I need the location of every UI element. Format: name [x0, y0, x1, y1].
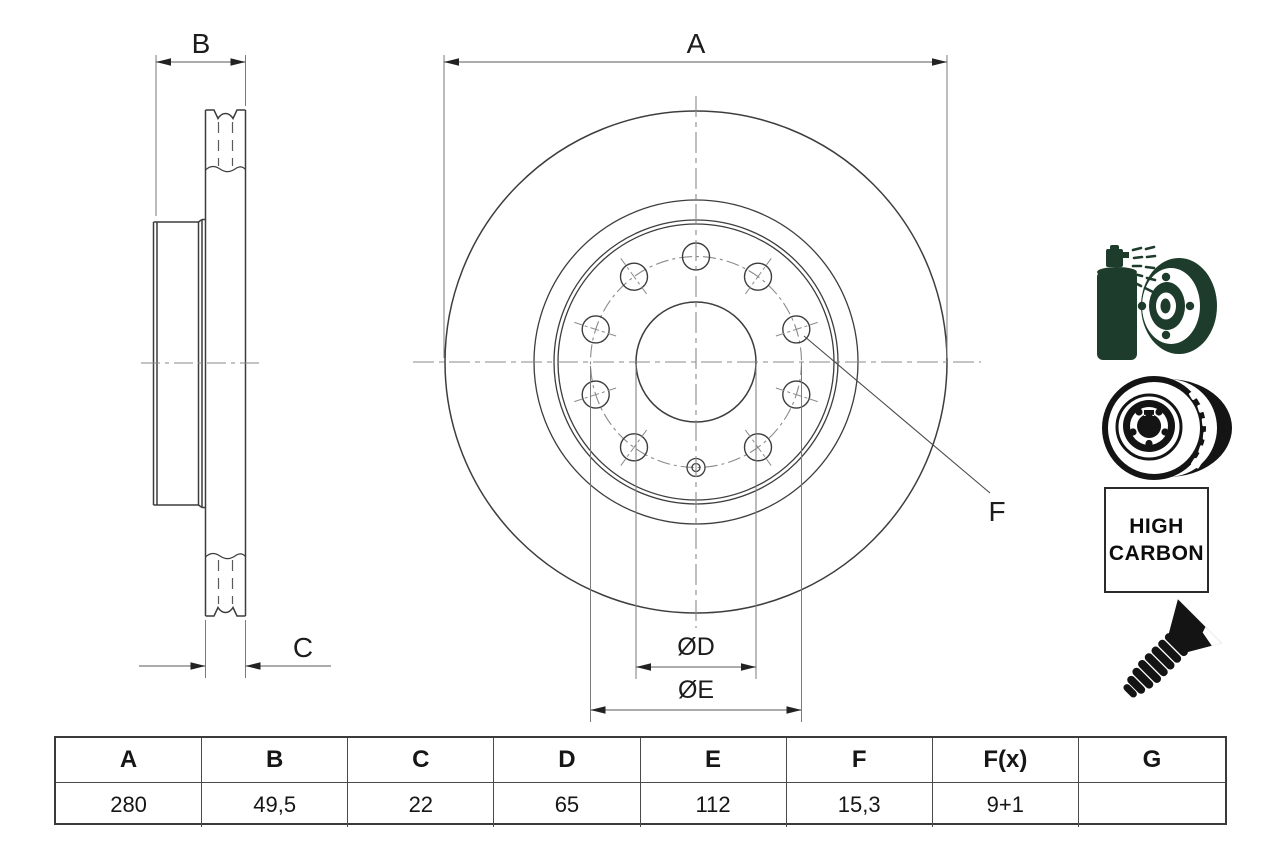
side-view: [141, 109, 259, 617]
vent-slots: [1189, 389, 1213, 469]
table-value-B: 49,5: [202, 783, 349, 827]
bolt-hole: [743, 262, 773, 291]
friction-ring-section: [204, 109, 247, 617]
table-header-G: G: [1078, 738, 1225, 783]
dim-C: C: [139, 620, 331, 678]
dim-label-A: A: [687, 28, 706, 59]
front-view-centerlines: [413, 96, 981, 628]
bolt-hole: [619, 433, 649, 462]
hub-bolt-holes: [1129, 408, 1169, 448]
vent-dashed-lines: [217, 122, 234, 604]
table-value-E: 112: [641, 783, 787, 827]
leader-F: F: [803, 335, 1006, 527]
bolt-hole: [743, 433, 773, 462]
table-header-B: B: [202, 738, 349, 783]
dim-label-C: C: [293, 632, 313, 663]
bolt-hole: [581, 315, 610, 344]
table-header-Fx: F(x): [932, 738, 1079, 783]
dim-B: B: [155, 28, 246, 216]
spray-coated-disc-icon: [1097, 245, 1217, 360]
high-carbon-line2: CARBON: [1108, 542, 1205, 565]
bolt-holes: [581, 242, 811, 462]
technical-drawing-canvas: B C: [139, 28, 1232, 722]
table-header-C: C: [348, 738, 495, 783]
bolt-hole: [619, 262, 649, 291]
table-header-A: A: [56, 738, 203, 783]
table-value-G: [1079, 783, 1225, 827]
bolt-hole: [782, 380, 811, 409]
dim-label-OD: ØD: [677, 633, 715, 661]
bolt-hole-ticks: [574, 258, 818, 466]
dim-label-F: F: [988, 496, 1005, 527]
high-carbon-line1: HIGH: [1129, 515, 1184, 538]
dim-A: A: [443, 28, 948, 358]
table-value-Fx: 9+1: [933, 783, 1079, 827]
high-carbon-badge: HIGH CARBON: [1104, 487, 1209, 593]
table-value-C: 22: [348, 783, 495, 827]
spray-mist: [1131, 245, 1157, 294]
dim-label-B: B: [192, 28, 211, 59]
dim-label-OE: ØE: [678, 676, 714, 704]
countersunk-screw-icon: [1123, 599, 1222, 698]
dimension-spec-table: A B C D E F F(x) G 280 49,5 22 65 112 15…: [54, 736, 1227, 827]
table-header-D: D: [494, 738, 641, 783]
table-header-E: E: [640, 738, 787, 783]
table-value-F: 15,3: [787, 783, 933, 827]
table-header-F: F: [786, 738, 933, 783]
bolt-hole: [782, 315, 811, 344]
table-value-D: 65: [494, 783, 641, 827]
bolt-hole: [581, 380, 610, 409]
dim-E: ØE: [590, 366, 802, 722]
table-value-A: 280: [56, 783, 203, 827]
vented-disc-icon: [1102, 376, 1232, 480]
front-view: [413, 96, 981, 628]
dim-D: ØD: [635, 364, 757, 679]
